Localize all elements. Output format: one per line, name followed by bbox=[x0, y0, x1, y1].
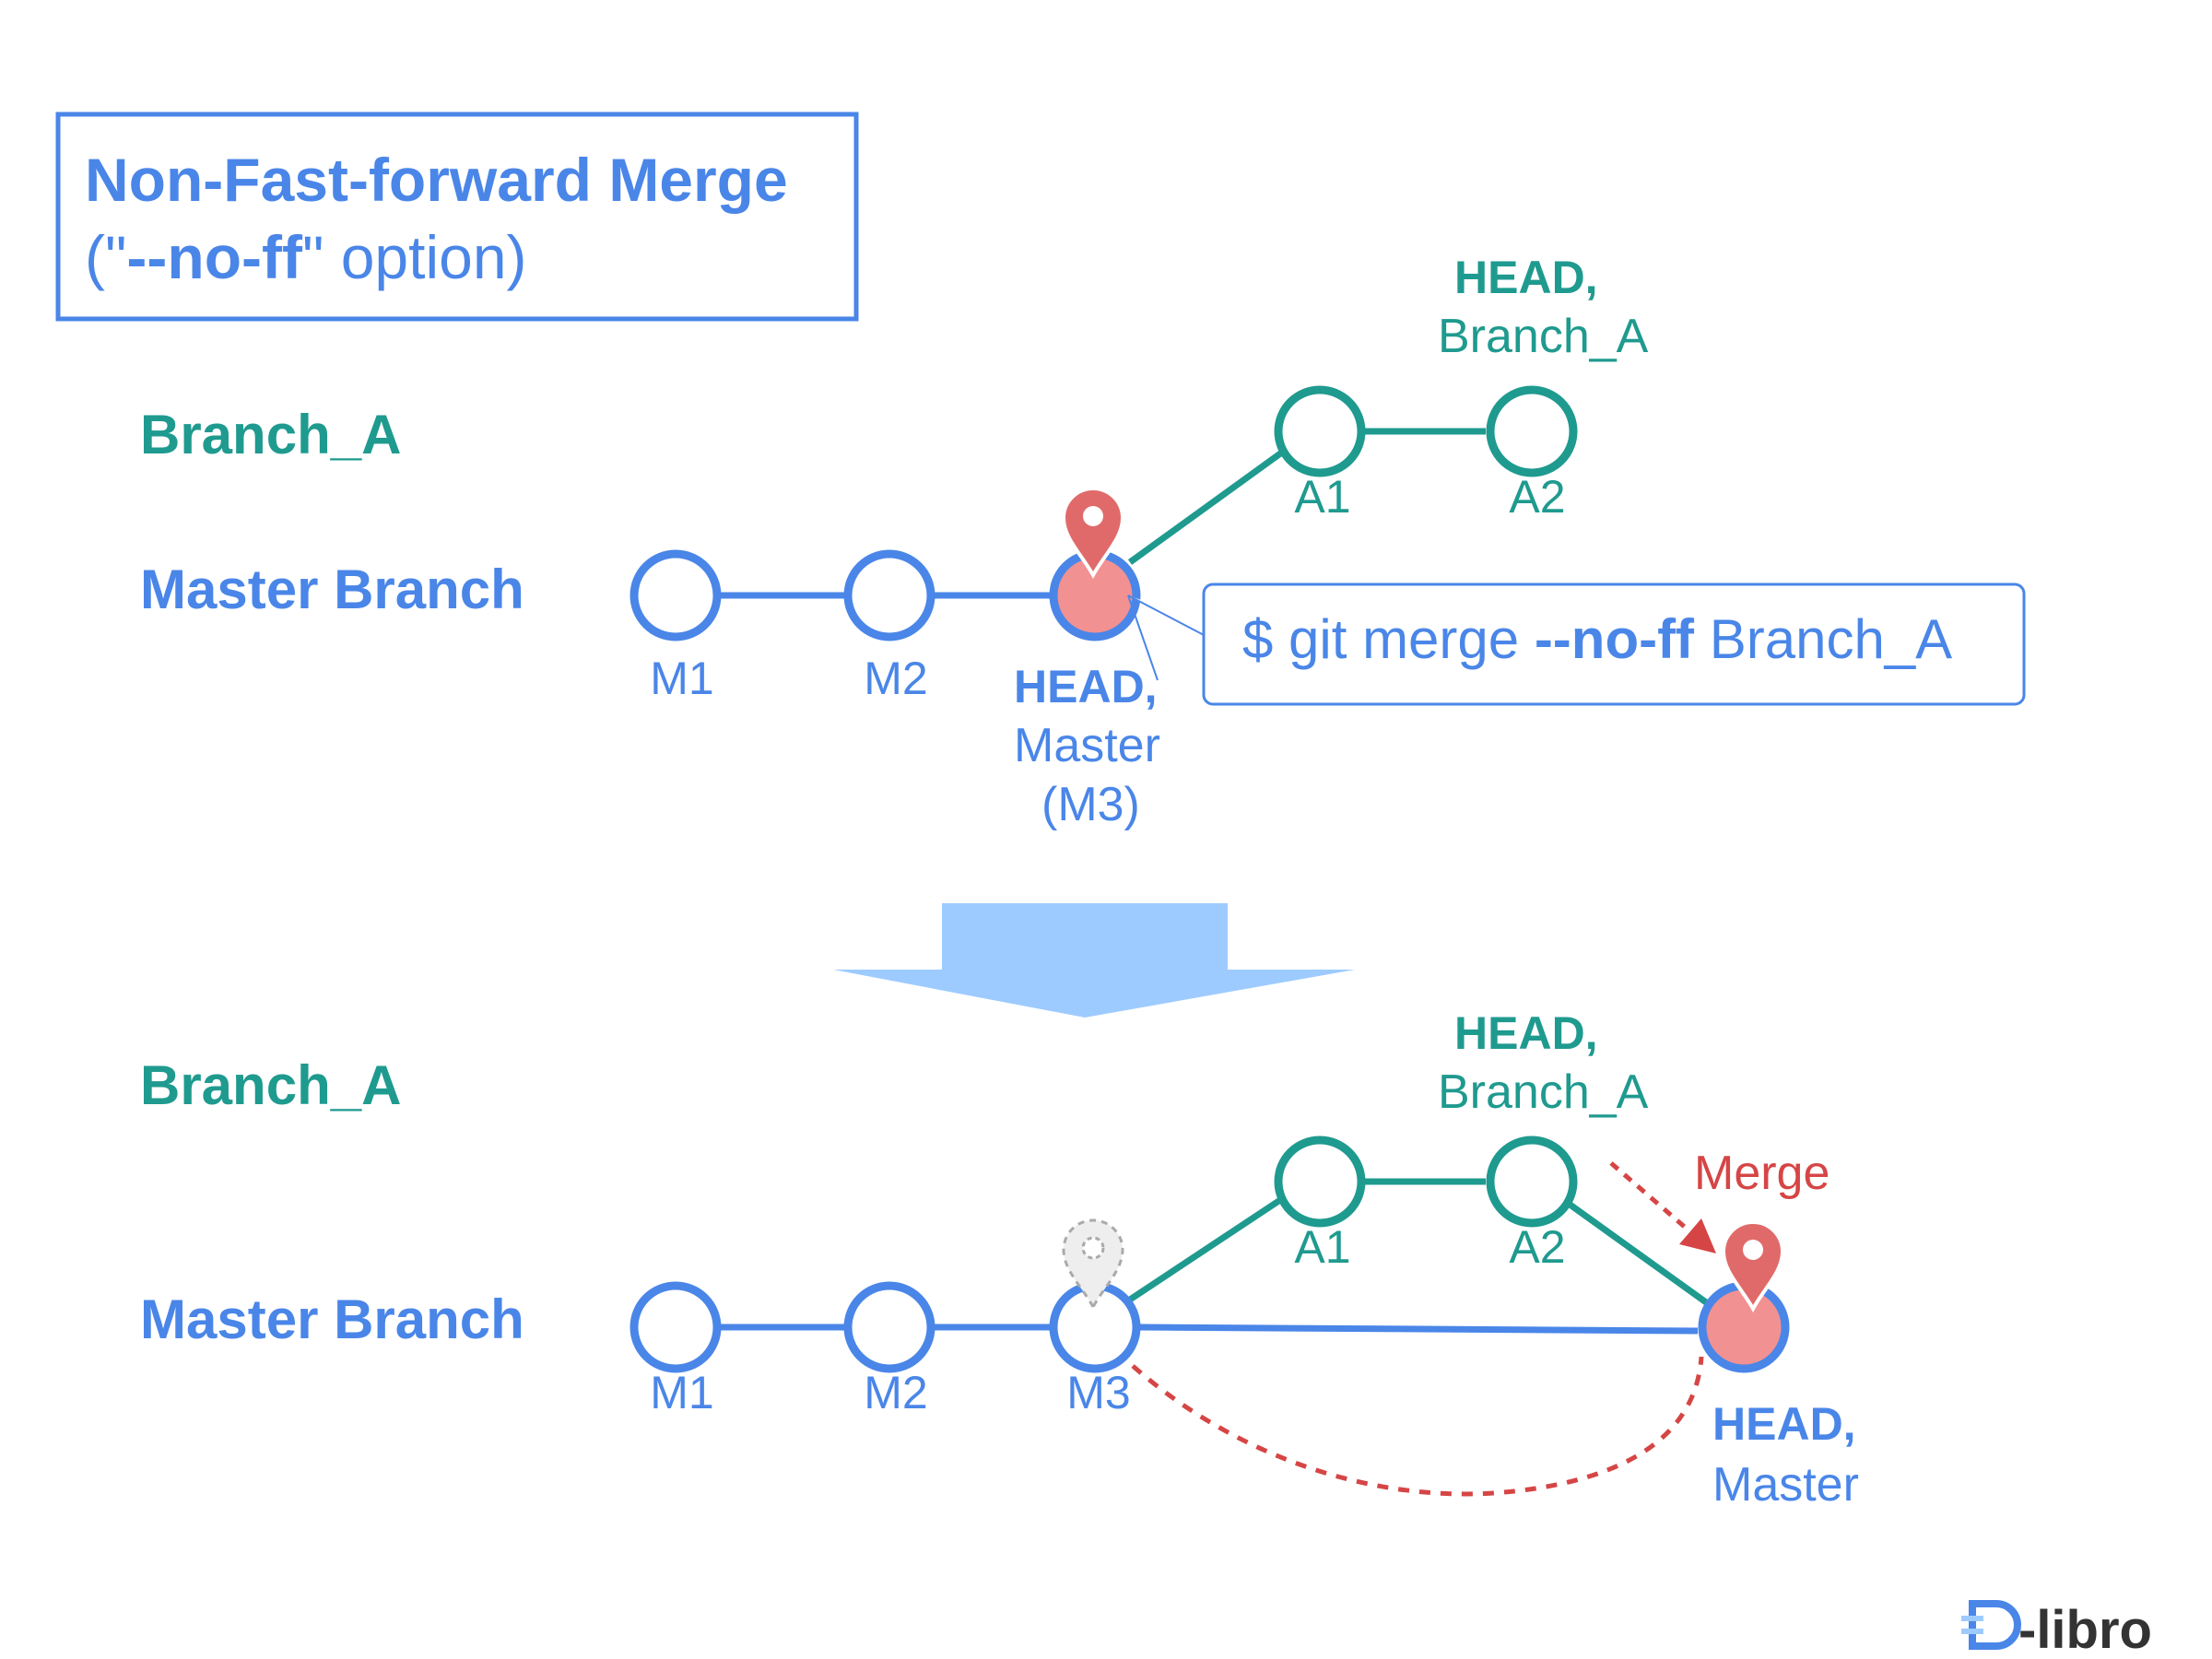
head-label-master-bottom: HEAD, bbox=[1712, 1398, 1856, 1450]
node-label-a1-top: A1 bbox=[1294, 471, 1350, 523]
lane-label-branch-a-top: Branch_A bbox=[140, 404, 401, 465]
ref-label-master-commit-top: (M3) bbox=[1041, 778, 1140, 831]
merge-arrow-line bbox=[1609, 1161, 1696, 1237]
commit-node-a1-bottom bbox=[1274, 1135, 1366, 1228]
dotted-head-move-curve bbox=[1100, 1335, 1704, 1497]
ref-label-branch-top: Branch_A bbox=[1438, 310, 1649, 363]
merge-label: Merge bbox=[1694, 1147, 1830, 1200]
node-label-m3-bottom: M3 bbox=[1066, 1367, 1130, 1418]
edge-m3-a1-bottom bbox=[1128, 1195, 1285, 1302]
edge-a2-merge-bottom bbox=[1566, 1201, 1715, 1310]
ref-label-master-bottom: Master bbox=[1712, 1458, 1859, 1512]
node-label-m1-bottom: M1 bbox=[650, 1367, 713, 1418]
command-text: $ git merge --no-ff Branch_A bbox=[1242, 608, 1952, 670]
edge-m3-merge-bottom bbox=[1138, 1324, 1699, 1335]
ref-label-branch-bottom: Branch_A bbox=[1438, 1065, 1649, 1119]
callout-pointer-lower bbox=[1127, 594, 1159, 681]
node-label-m2-bottom: M2 bbox=[864, 1367, 927, 1418]
lane-label-master-bottom: Master Branch bbox=[140, 1288, 524, 1350]
commit-node-m2-top bbox=[843, 549, 935, 641]
down-arrow-icon bbox=[833, 903, 1355, 1018]
node-label-a2-bottom: A2 bbox=[1509, 1221, 1565, 1273]
node-label-m1-top: M1 bbox=[650, 653, 713, 704]
commit-node-m2-bottom bbox=[843, 1281, 935, 1373]
d-libro-logo: -libro bbox=[1961, 1600, 2152, 1659]
commit-node-a2-top bbox=[1486, 385, 1578, 477]
command-callout bbox=[1202, 582, 2026, 706]
node-label-m2-top: M2 bbox=[864, 653, 927, 704]
title-box bbox=[55, 112, 859, 322]
commit-node-merge-bottom bbox=[1698, 1281, 1790, 1373]
commit-node-a2-bottom bbox=[1486, 1135, 1578, 1228]
merge-map-pin-icon bbox=[1721, 1220, 1785, 1313]
node-label-a1-bottom: A1 bbox=[1294, 1221, 1350, 1273]
title-line1: Non-Fast-forward Merge bbox=[85, 146, 788, 214]
head-label-branch-top: HEAD, bbox=[1454, 252, 1598, 303]
title-line2: ("--no-ff" option) bbox=[85, 223, 527, 291]
ghost-map-pin-icon bbox=[1062, 1218, 1124, 1311]
node-label-a2-top: A2 bbox=[1509, 471, 1565, 523]
lane-label-branch-a-bottom: Branch_A bbox=[140, 1054, 401, 1116]
lane-label-master-top: Master Branch bbox=[140, 559, 524, 620]
merge-arrowhead-icon bbox=[1679, 1218, 1716, 1253]
head-label-master-top: HEAD, bbox=[1014, 661, 1158, 712]
map-pin-icon bbox=[1061, 487, 1125, 580]
ref-label-master-top: Master bbox=[1014, 719, 1160, 772]
head-label-branch-bottom: HEAD, bbox=[1454, 1007, 1598, 1059]
commit-node-a1-top bbox=[1274, 385, 1366, 477]
commit-node-m1-top bbox=[629, 549, 722, 641]
commit-node-m1-bottom bbox=[629, 1281, 722, 1373]
logo-text: -libro bbox=[2018, 1600, 2152, 1659]
edge-m3-a1-top bbox=[1127, 449, 1286, 565]
